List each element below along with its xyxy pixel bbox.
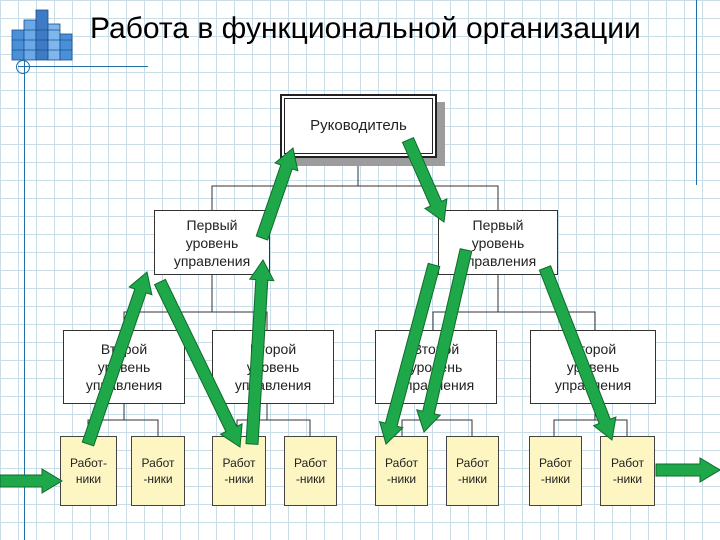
margin-rule-marker xyxy=(16,60,30,74)
building-cubes-icon xyxy=(11,9,73,61)
worker-box: Работ -ники xyxy=(375,436,428,506)
worker-box: Работ -ники xyxy=(600,436,655,506)
level1-box-right: Первый уровень управления xyxy=(438,210,558,275)
left-margin-rule xyxy=(24,60,25,540)
worker-box: Работ -ники xyxy=(131,436,185,506)
level2-box: Второй уровень управления xyxy=(375,330,497,404)
worker-box: Работ -ники xyxy=(529,436,582,506)
right-margin-rule xyxy=(696,0,697,185)
level2-box: Второй уровень управления xyxy=(530,330,656,404)
title-underline xyxy=(18,66,148,67)
worker-box: Работ -ники xyxy=(446,436,499,506)
worker-box: Работ -ники xyxy=(284,436,337,506)
level2-box: Второй уровень управления xyxy=(212,330,334,404)
head-box: Руководитель xyxy=(280,94,437,158)
worker-box: Работ- ники xyxy=(60,436,117,506)
slide-title: Работа в функциональной организации xyxy=(90,12,641,45)
level1-box-left: Первый уровень управления xyxy=(154,210,270,275)
worker-box: Работ -ники xyxy=(212,436,266,506)
level2-box: Второй уровень управления xyxy=(63,330,185,404)
